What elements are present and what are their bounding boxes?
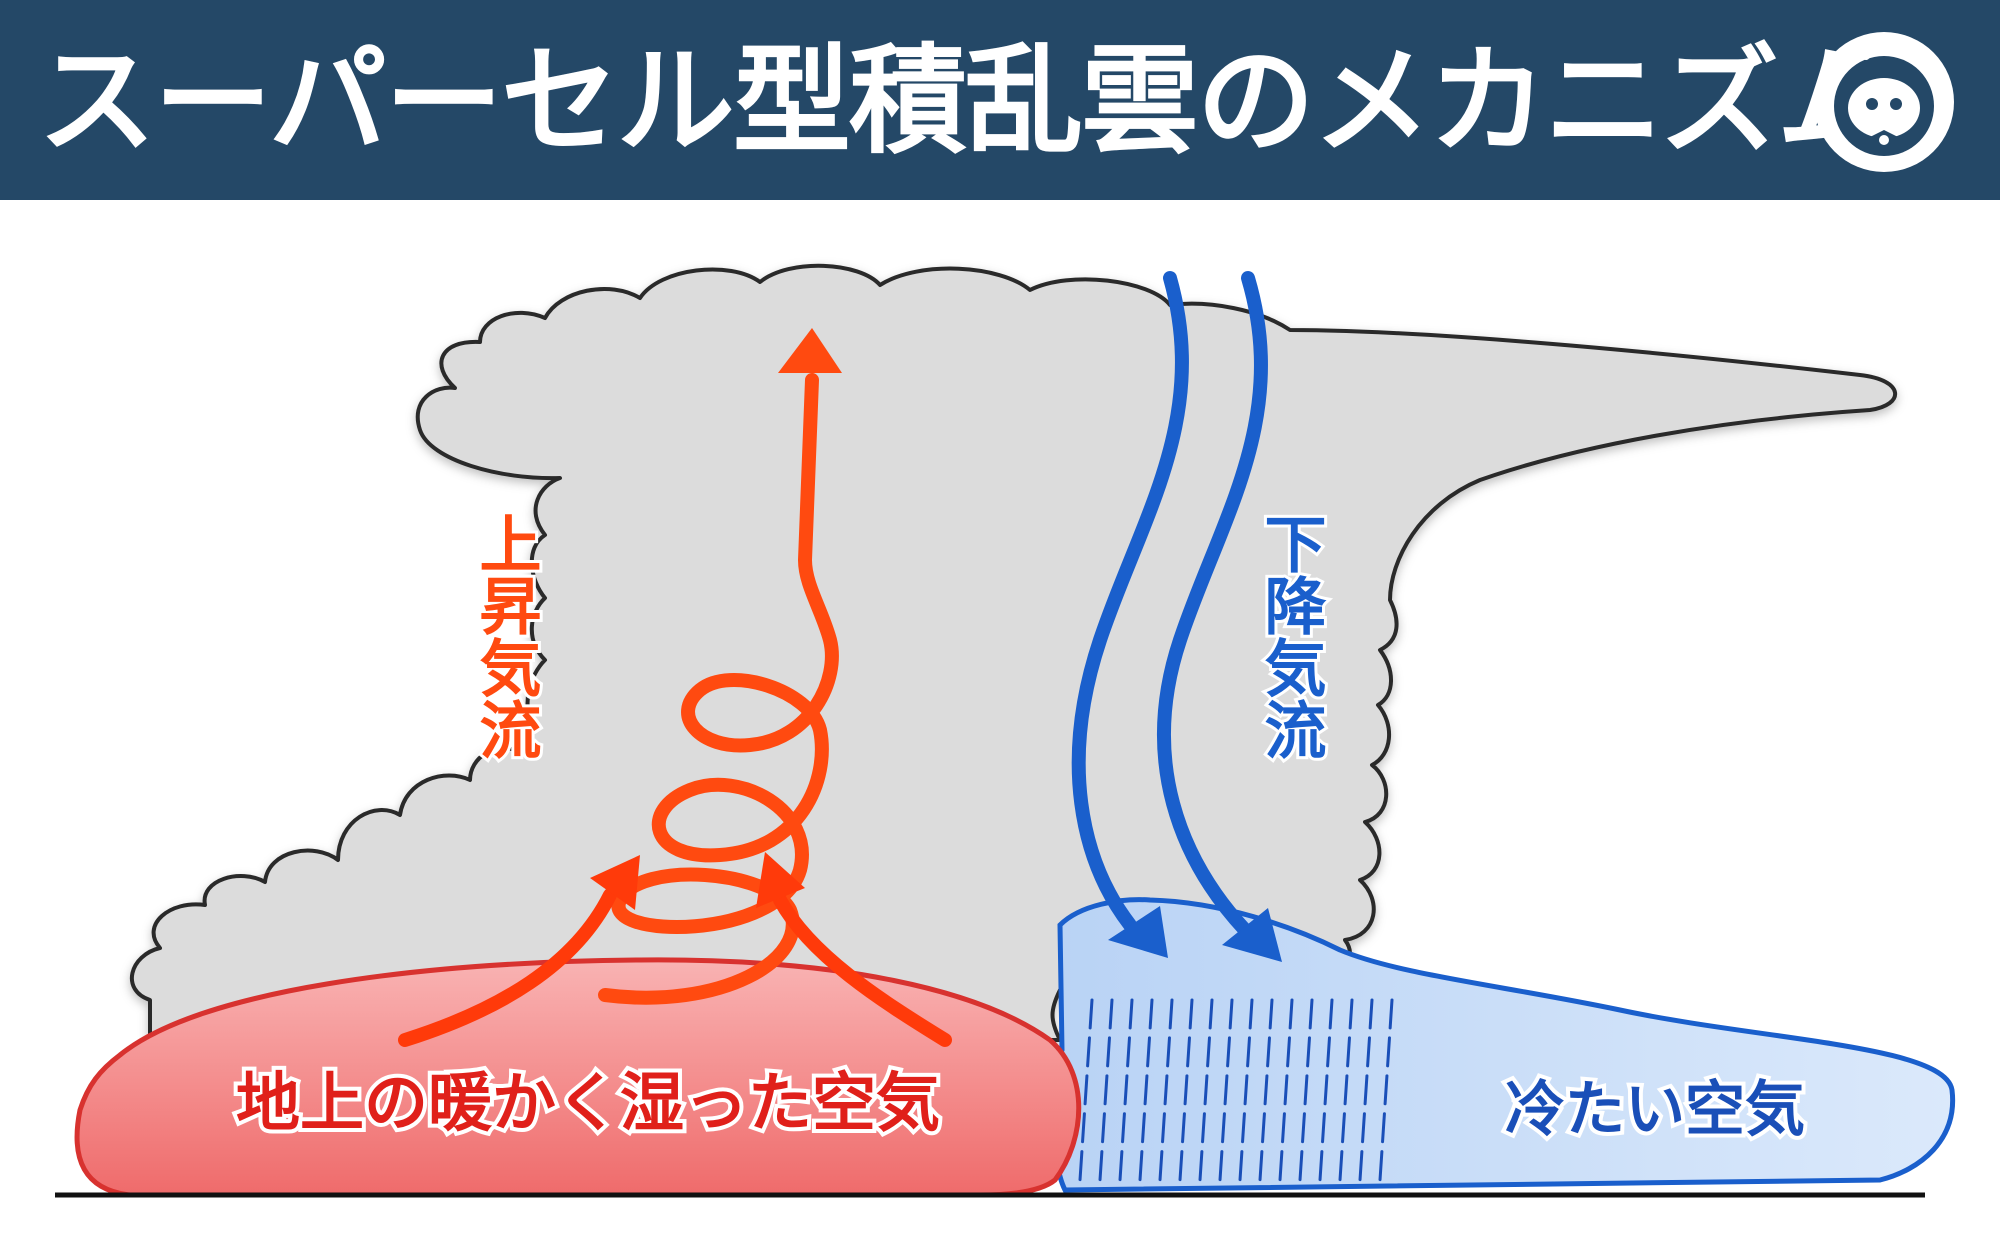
inflow-arrow-left: [398, 888, 617, 1047]
inflow-arrow-right: [773, 893, 952, 1047]
page-title: スーパーセル型積乱雲のメカニズム: [38, 32, 1895, 170]
cumulonimbus-cloud: [129, 263, 1898, 1042]
downdraft-label: 下降気流: [1254, 512, 1327, 760]
title-bar: スーパーセル型積乱雲のメカニズム: [0, 0, 2000, 200]
downdraft-arrowhead-right: [1222, 908, 1282, 962]
cold-air-label: 冷たい空気: [1505, 1075, 1805, 1145]
cold-air-mass: [1050, 897, 1956, 1193]
downdraft-arrow-left: [1071, 271, 1189, 932]
rain-streaks: [1078, 998, 1394, 1182]
downdraft-arrow-right: [1157, 271, 1268, 937]
inflow-arrowhead-right: [756, 852, 805, 908]
mascot-face-icon: [1814, 32, 1954, 172]
warm-air-mass: [74, 957, 1082, 1198]
inflow-arrowhead-left: [590, 855, 640, 910]
updraft-spiral-arrowhead: [778, 328, 842, 373]
supercell-diagram: 上昇気流 下降気流 地上の暖かく湿った空気 冷たい空気: [55, 263, 1956, 1198]
updraft-spiral-arrow: [598, 373, 839, 1005]
warm-air-label: 地上の暖かく湿った空気: [236, 1067, 940, 1141]
updraft-label: 上昇気流: [469, 512, 542, 760]
downdraft-arrowhead-left: [1108, 906, 1168, 958]
